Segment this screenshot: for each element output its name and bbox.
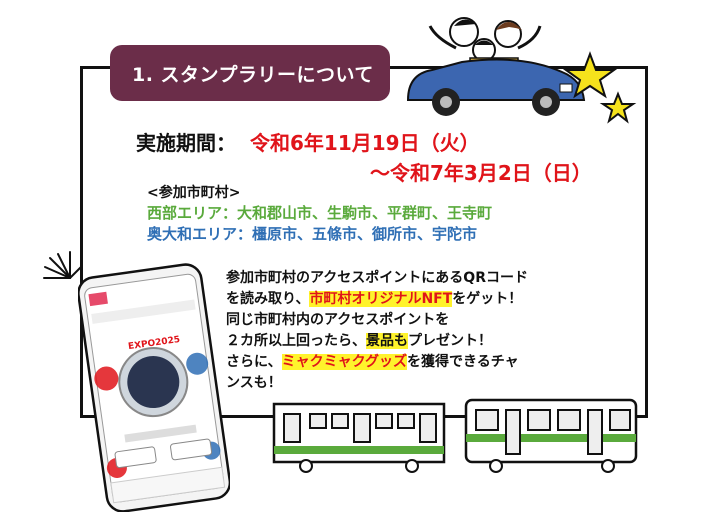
description-text: 参加市町村のアクセスポイントにあるQRコード を読み取り、市町村オリジナルNFT…	[226, 268, 528, 394]
description-line: を読み取り、市町村オリジナルNFTをゲット！	[226, 289, 528, 310]
train-illustration-left	[272, 402, 446, 473]
period-start-date: 令和6年11月19日（火）	[250, 131, 480, 155]
family-car-illustration	[406, 17, 586, 116]
text: をゲット！	[452, 291, 523, 307]
text: ンスも！	[226, 375, 282, 391]
description-line: 同じ市町村内のアクセスポイントを	[226, 310, 528, 331]
nft-highlight: 市町村オリジナルNFT	[309, 291, 453, 307]
description-line: ンスも！	[226, 373, 528, 394]
smartphone-illustration: EXPO2025	[78, 263, 230, 512]
section-title-badge: 1. スタンプラリーについて	[110, 45, 390, 101]
text: ２カ所以上回ったら、	[226, 333, 366, 349]
text: プレゼント！	[408, 333, 492, 349]
text: 参加市町村のアクセスポイントにあるQRコード	[226, 270, 528, 286]
prize-highlight: 景品も	[366, 333, 408, 349]
description-line: さらに、ミャクミャクグッズを獲得できるチャ	[226, 352, 528, 373]
period-end-date: ～令和7年3月2日（日）	[370, 161, 592, 185]
west-area-list: 西部エリア：大和郡山市、生駒市、平群町、王寺町	[147, 204, 493, 222]
text: さらに、	[226, 354, 282, 370]
municipalities-header: <参加市町村>	[147, 185, 241, 201]
text: 同じ市町村内のアクセスポイントを	[226, 312, 450, 328]
oku-yamato-area-list: 奥大和エリア：橿原市、五條市、御所市、宇陀市	[147, 225, 478, 243]
period-label: 実施期間：	[136, 131, 236, 155]
text: を読み取り、	[226, 291, 310, 307]
description-line: ２カ所以上回ったら、景品もプレゼント！	[226, 331, 528, 352]
text: を獲得できるチャ	[407, 354, 519, 370]
star-icons	[562, 51, 637, 124]
section-title: 1. スタンプラリーについて	[132, 63, 374, 86]
goods-highlight: ミャクミャクグッズ	[281, 354, 408, 370]
description-line: 参加市町村のアクセスポイントにあるQRコード	[226, 268, 528, 289]
train-illustration-right	[464, 398, 638, 473]
